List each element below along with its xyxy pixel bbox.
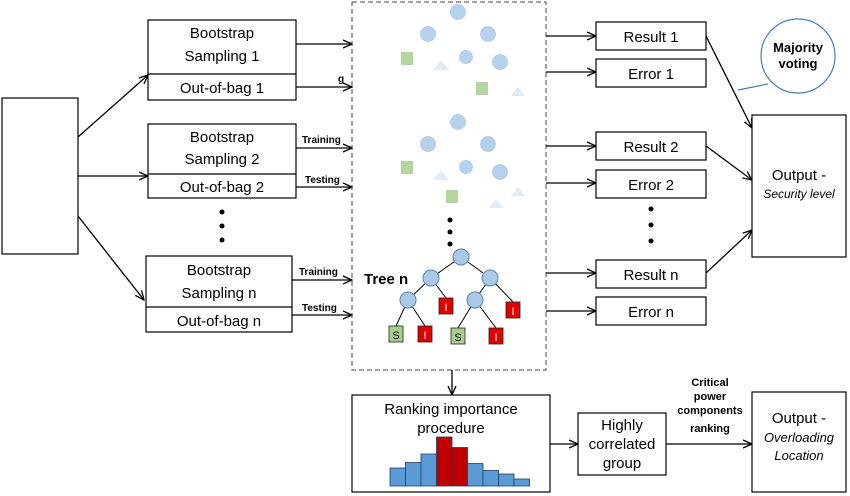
output-overloading-line3: Location xyxy=(774,448,823,463)
result-2-label: Result 2 xyxy=(623,139,678,156)
correlated-line2: correlated xyxy=(589,436,656,453)
leaf-label-i: I xyxy=(423,330,426,342)
leaf-label-i: I xyxy=(494,332,497,344)
leaf-insecure xyxy=(438,297,454,315)
histogram-bar xyxy=(405,462,422,487)
majority-callout-pointer xyxy=(737,83,769,91)
output-security-box: Output - Security level xyxy=(751,114,847,258)
error-n-box: Error n xyxy=(595,296,707,326)
ranking-line2: procedure xyxy=(417,420,485,437)
tree-n: I I S I S I xyxy=(388,248,521,345)
result-1-box: Result 1 xyxy=(595,21,707,51)
leaf-label-s: S xyxy=(392,330,399,342)
tree-node xyxy=(452,248,470,266)
testing-label-2: Testing xyxy=(305,175,340,186)
leaf-insecure xyxy=(417,325,433,343)
histogram-bar xyxy=(482,470,499,487)
output-security-line2: Security level xyxy=(763,187,835,201)
tree-node xyxy=(481,269,499,287)
bootstrap-1-title-line1: Bootstrap xyxy=(190,25,254,42)
error-1-label: Error 1 xyxy=(628,66,674,83)
output-overloading-line2: Overloading xyxy=(764,430,835,445)
histogram-bar xyxy=(467,463,484,487)
training-label-n: Training xyxy=(299,267,338,278)
tree-node xyxy=(399,291,417,309)
output-security-line1: Output - xyxy=(772,167,826,184)
majority-line1: Majority xyxy=(773,40,824,55)
histogram-bar xyxy=(436,436,453,487)
testing-label-n: Testing xyxy=(302,303,337,314)
tree-2-faded xyxy=(401,114,525,208)
bootstrap-n-title-line1: Bootstrap xyxy=(187,262,251,279)
result-n-label: Result n xyxy=(623,267,678,284)
majority-voting-callout: Majority voting xyxy=(760,18,836,94)
result-2-to-output-arrow xyxy=(705,145,752,180)
input-to-bootstrap-1-arrow xyxy=(77,75,148,138)
bootstrap-sampling-2: Bootstrap Sampling 2 Out-of-bag 2 xyxy=(147,123,297,199)
critical-line1: Critical xyxy=(691,377,728,389)
leaf-insecure xyxy=(505,301,521,319)
leaf-label-i: I xyxy=(511,306,514,318)
critical-line2: power xyxy=(694,391,727,403)
leaf-label-s: S xyxy=(454,332,461,344)
bootstrap-sampling-n: Bootstrap Sampling n Out-of-bag n xyxy=(145,255,293,333)
bootstrap-ellipsis xyxy=(219,209,225,243)
histogram-bar xyxy=(389,467,406,487)
bootstrap-2-title-line2: Sampling 2 xyxy=(184,151,259,168)
leaf-insecure xyxy=(488,327,504,345)
histogram-bar xyxy=(513,478,530,487)
histogram-bar xyxy=(498,473,515,487)
tree-node xyxy=(422,269,440,287)
leaf-secure xyxy=(388,325,404,343)
histogram-bar xyxy=(420,453,437,487)
bootstrap-n-title-line2: Sampling n xyxy=(181,285,256,302)
error-2-label: Error 2 xyxy=(628,177,674,194)
critical-line4: ranking xyxy=(690,423,730,435)
error-n-label: Error n xyxy=(628,304,674,321)
result-1-label: Result 1 xyxy=(623,29,678,46)
result-2-box: Result 2 xyxy=(595,131,707,161)
tree-n-label: Tree n xyxy=(364,271,408,288)
training-label-2: Training xyxy=(302,135,341,146)
partial-edge-label: g xyxy=(338,74,344,85)
majority-line2: voting xyxy=(779,56,818,71)
input-to-bootstrap-n-arrow xyxy=(77,215,144,300)
histogram-bar xyxy=(451,447,468,487)
ranking-line1: Ranking importance xyxy=(384,401,517,418)
result-ellipsis xyxy=(648,206,654,244)
critical-components-label: Critical power components ranking xyxy=(677,377,742,435)
oob-2-label: Out-of-bag 2 xyxy=(180,179,264,196)
leaf-label-i: I xyxy=(444,302,447,314)
tree-1-faded xyxy=(401,4,525,96)
leaf-secure xyxy=(450,327,466,345)
oob-n-label: Out-of-bag n xyxy=(177,313,261,330)
output-overloading-line1: Output - xyxy=(772,410,826,427)
critical-line3: components xyxy=(677,405,742,417)
input-dataset-box xyxy=(1,97,79,255)
correlated-line3: group xyxy=(603,455,641,472)
oob-1-label: Out-of-bag 1 xyxy=(180,80,264,97)
correlated-line1: Highly xyxy=(601,417,643,434)
error-1-box: Error 1 xyxy=(595,58,707,88)
highly-correlated-box: Highly correlated group xyxy=(577,412,667,476)
error-2-box: Error 2 xyxy=(595,169,707,199)
output-overloading-box: Output - Overloading Location xyxy=(751,391,847,493)
bootstrap-2-title-line1: Bootstrap xyxy=(190,129,254,146)
tree-node xyxy=(466,291,484,309)
bootstrap-1-title-line2: Sampling 1 xyxy=(184,48,259,65)
importance-histogram xyxy=(389,436,530,487)
forest-panel xyxy=(351,1,547,371)
result-n-to-output-arrow xyxy=(705,230,752,274)
tree-ellipsis xyxy=(447,217,453,247)
result-n-box: Result n xyxy=(595,259,707,289)
bootstrap-sampling-1: Bootstrap Sampling 1 Out-of-bag 1 xyxy=(147,19,297,101)
result-1-to-output-arrow xyxy=(705,35,752,128)
